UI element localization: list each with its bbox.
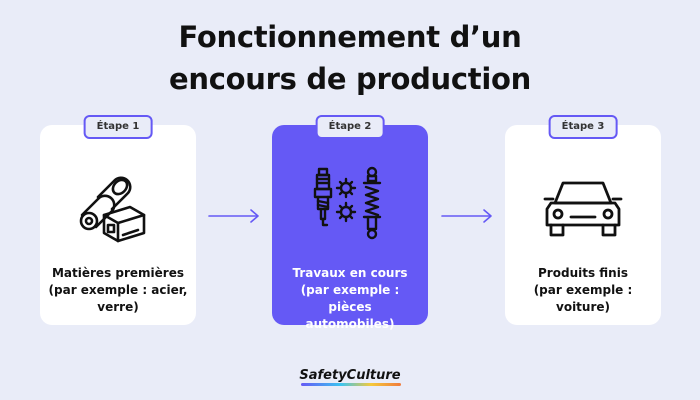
- step-2-line-1: Travaux en cours: [292, 266, 408, 280]
- step-card-3: Produits finis (par exemple : voiture): [505, 125, 661, 325]
- raw-materials-icon: [79, 176, 146, 243]
- step-3-description: Produits finis (par exemple : voiture): [511, 265, 655, 316]
- step-card-2: Travaux en cours (par exemple : pièces a…: [272, 125, 428, 331]
- step-3-badge: Étape 3: [548, 115, 618, 139]
- step-2-line-2: (par exemple : pièces: [300, 283, 400, 314]
- step-1-description: Matières premières (par exemple : acier,…: [46, 265, 190, 316]
- step-card-1: Matières premières (par exemple : acier,…: [40, 125, 196, 325]
- title-line-1: Fonctionnement d’un: [178, 20, 522, 54]
- step-3-line-2: (par exemple :: [533, 283, 633, 297]
- title-line-2: encours de production: [169, 62, 531, 96]
- step-2-description: Travaux en cours (par exemple : pièces a…: [278, 265, 422, 333]
- logo-underline: [301, 383, 401, 386]
- arrow-right-icon: [441, 209, 492, 223]
- page-title: Fonctionnement d’un encours de productio…: [0, 16, 700, 100]
- car-parts-icon: [313, 166, 382, 240]
- arrow-right-icon: [208, 209, 259, 223]
- step-2-badge: Étape 2: [315, 115, 385, 139]
- brand-name: SafetyCulture: [299, 368, 401, 383]
- step-3-line-3: voiture): [556, 300, 610, 314]
- step-1-line-2: (par exemple : acier,: [48, 283, 188, 297]
- step-2-line-3: automobiles): [305, 317, 395, 331]
- brand-logo: SafetyCulture: [0, 368, 700, 386]
- car-icon: [543, 181, 623, 237]
- step-1-line-1: Matières premières: [51, 266, 184, 280]
- step-1-badge: Étape 1: [83, 115, 153, 139]
- step-1-line-3: verre): [97, 300, 139, 314]
- step-3-line-1: Produits finis: [538, 266, 628, 280]
